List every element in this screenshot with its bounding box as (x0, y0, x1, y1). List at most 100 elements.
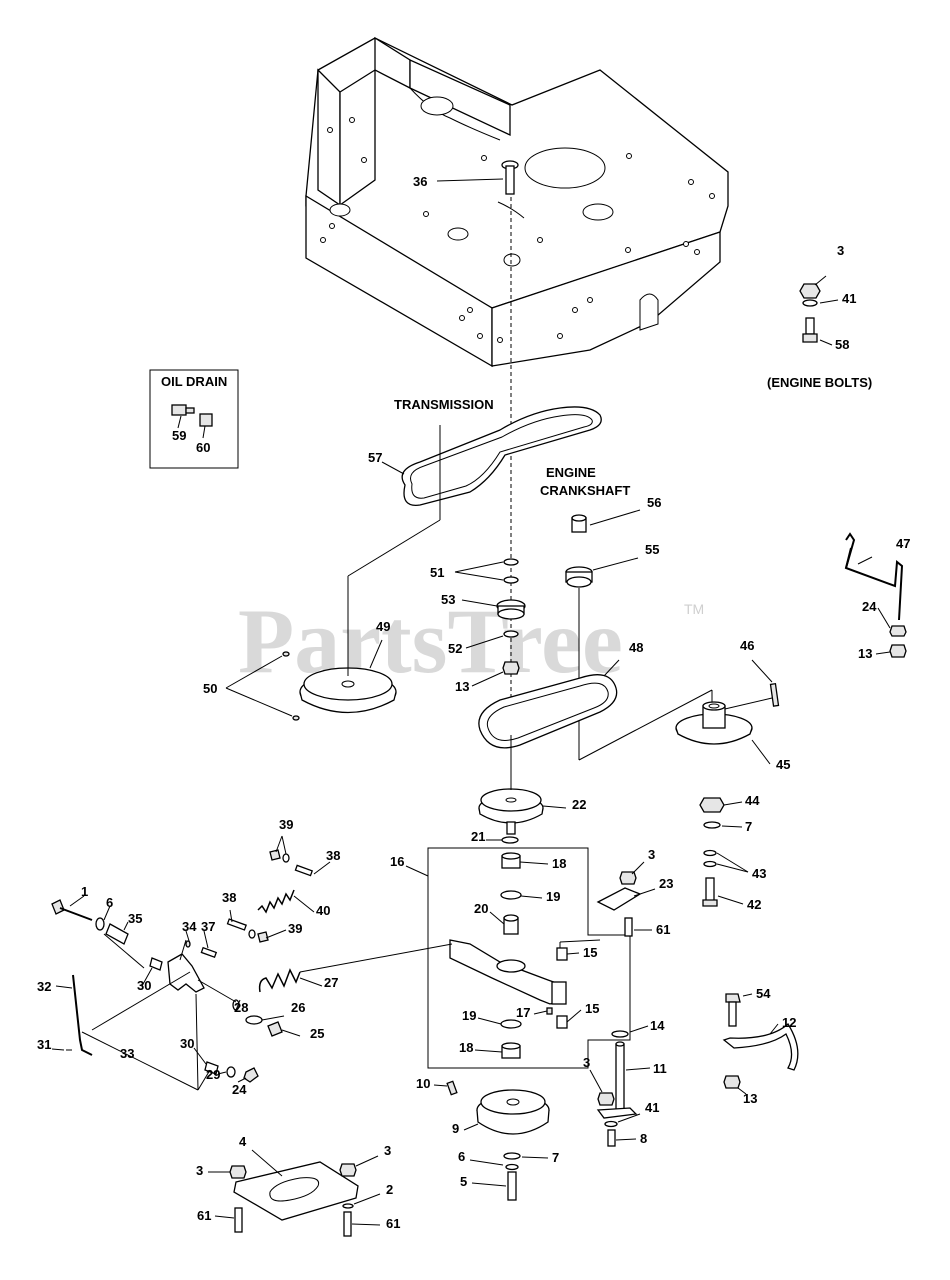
callout-3: 3 (583, 1055, 590, 1070)
callout-61: 61 (197, 1208, 211, 1223)
callout-34: 34 (182, 919, 197, 934)
engine-bolts-group (799, 275, 839, 346)
callout-41: 41 (645, 1100, 659, 1115)
callout-24: 24 (232, 1082, 247, 1097)
callout-52: 52 (448, 641, 462, 656)
callout-33: 33 (120, 1046, 134, 1061)
callout-60: 60 (196, 440, 210, 455)
callout-46: 46 (740, 638, 754, 653)
callout-26: 26 (291, 1000, 305, 1015)
callout-53: 53 (441, 592, 455, 607)
part-3-nut-mid (619, 871, 637, 885)
part-3-nut-plate-right (339, 1163, 357, 1177)
callout-48: 48 (629, 640, 643, 655)
part-13-nut-guard (723, 1075, 741, 1089)
callout-5: 5 (460, 1174, 467, 1189)
part-4-plate (233, 1161, 359, 1221)
part-61-bolt-mid (624, 917, 633, 937)
callout-16: 16 (390, 854, 404, 869)
callout-23: 23 (659, 876, 673, 891)
callout-19: 19 (546, 889, 560, 904)
oil-drain-parts (171, 404, 213, 439)
callout-49: 49 (376, 619, 390, 634)
idler-stack (496, 558, 526, 675)
part-27-spring (258, 968, 301, 993)
callout-24: 24 (862, 599, 877, 614)
callout-13: 13 (743, 1091, 757, 1106)
callout-9: 9 (452, 1121, 459, 1136)
part-54-bolt (728, 1001, 737, 1027)
callout-61: 61 (656, 922, 670, 937)
callout-3: 3 (384, 1143, 391, 1158)
callout-50: 50 (203, 681, 217, 696)
part-61-bolt-left (234, 1207, 243, 1233)
part-2-washer (342, 1203, 354, 1209)
callout-15: 15 (583, 945, 597, 960)
callout-2: 2 (386, 1182, 393, 1197)
callout-57: 57 (368, 450, 382, 465)
part-24-nut-right (889, 625, 907, 637)
callout-44: 44 (745, 793, 760, 808)
callout-30: 30 (137, 978, 151, 993)
frame-chassis (305, 36, 729, 368)
callout-7: 7 (552, 1150, 559, 1165)
callout-4: 4 (239, 1134, 247, 1149)
part-14-washer (611, 1030, 629, 1038)
caption-transmission: TRANSMISSION (394, 397, 494, 412)
callout-43: 43 (752, 866, 766, 881)
callout-59: 59 (172, 428, 186, 443)
part-3-nut-lower (597, 1092, 615, 1106)
caption-oil-drain: OIL DRAIN (161, 374, 227, 389)
callout-51: 51 (430, 565, 444, 580)
part-7-washer (503, 1152, 521, 1160)
watermark-logo: PartsTree (238, 590, 623, 692)
callout-19: 19 (462, 1008, 476, 1023)
part-57-belt (401, 406, 602, 506)
part-56-spacer (571, 514, 587, 533)
callout-35: 35 (128, 911, 142, 926)
callout-6: 6 (458, 1149, 465, 1164)
callout-7: 7 (745, 819, 752, 834)
part-41-washer (604, 1120, 618, 1128)
callout-61: 61 (386, 1216, 400, 1231)
callout-18: 18 (552, 856, 566, 871)
caption-crankshaft: CRANKSHAFT (540, 483, 630, 498)
callout-11: 11 (653, 1061, 667, 1076)
callout-25: 25 (310, 1026, 324, 1041)
caption-engine: ENGINE (546, 465, 596, 480)
part-50-key-b (292, 715, 300, 721)
callout-47: 47 (896, 536, 910, 551)
assembly-box-16 (427, 847, 631, 1069)
callout-13: 13 (455, 679, 469, 694)
callout-56: 56 (647, 495, 661, 510)
part-13-nut-right (889, 644, 907, 658)
part-54-bolt-head (725, 993, 741, 1003)
callout-40: 40 (316, 903, 330, 918)
part-45-pulley (675, 701, 753, 745)
callout-45: 45 (776, 757, 790, 772)
callout-10: 10 (416, 1076, 430, 1091)
callout-15: 15 (585, 1001, 599, 1016)
callout-27: 27 (324, 975, 338, 990)
callout-1: 1 (81, 884, 88, 899)
callout-36: 36 (413, 174, 427, 189)
watermark-tm: TM (684, 601, 704, 617)
callout-17: 17 (516, 1005, 530, 1020)
callout-3: 3 (196, 1163, 203, 1178)
callout-31: 31 (37, 1037, 51, 1052)
callout-38: 38 (222, 890, 236, 905)
part-12-guard (722, 1022, 799, 1071)
part-8-bolt (607, 1129, 616, 1147)
callout-38: 38 (326, 848, 340, 863)
callout-30: 30 (180, 1036, 194, 1051)
part-21-ring (501, 836, 519, 844)
callout-28: 28 (234, 1000, 248, 1015)
callout-14: 14 (650, 1018, 665, 1033)
callout-29: 29 (206, 1067, 220, 1082)
part-11-shaft (615, 1043, 625, 1111)
callout-22: 22 (572, 797, 586, 812)
callout-39: 39 (288, 921, 302, 936)
callout-54: 54 (756, 986, 771, 1001)
